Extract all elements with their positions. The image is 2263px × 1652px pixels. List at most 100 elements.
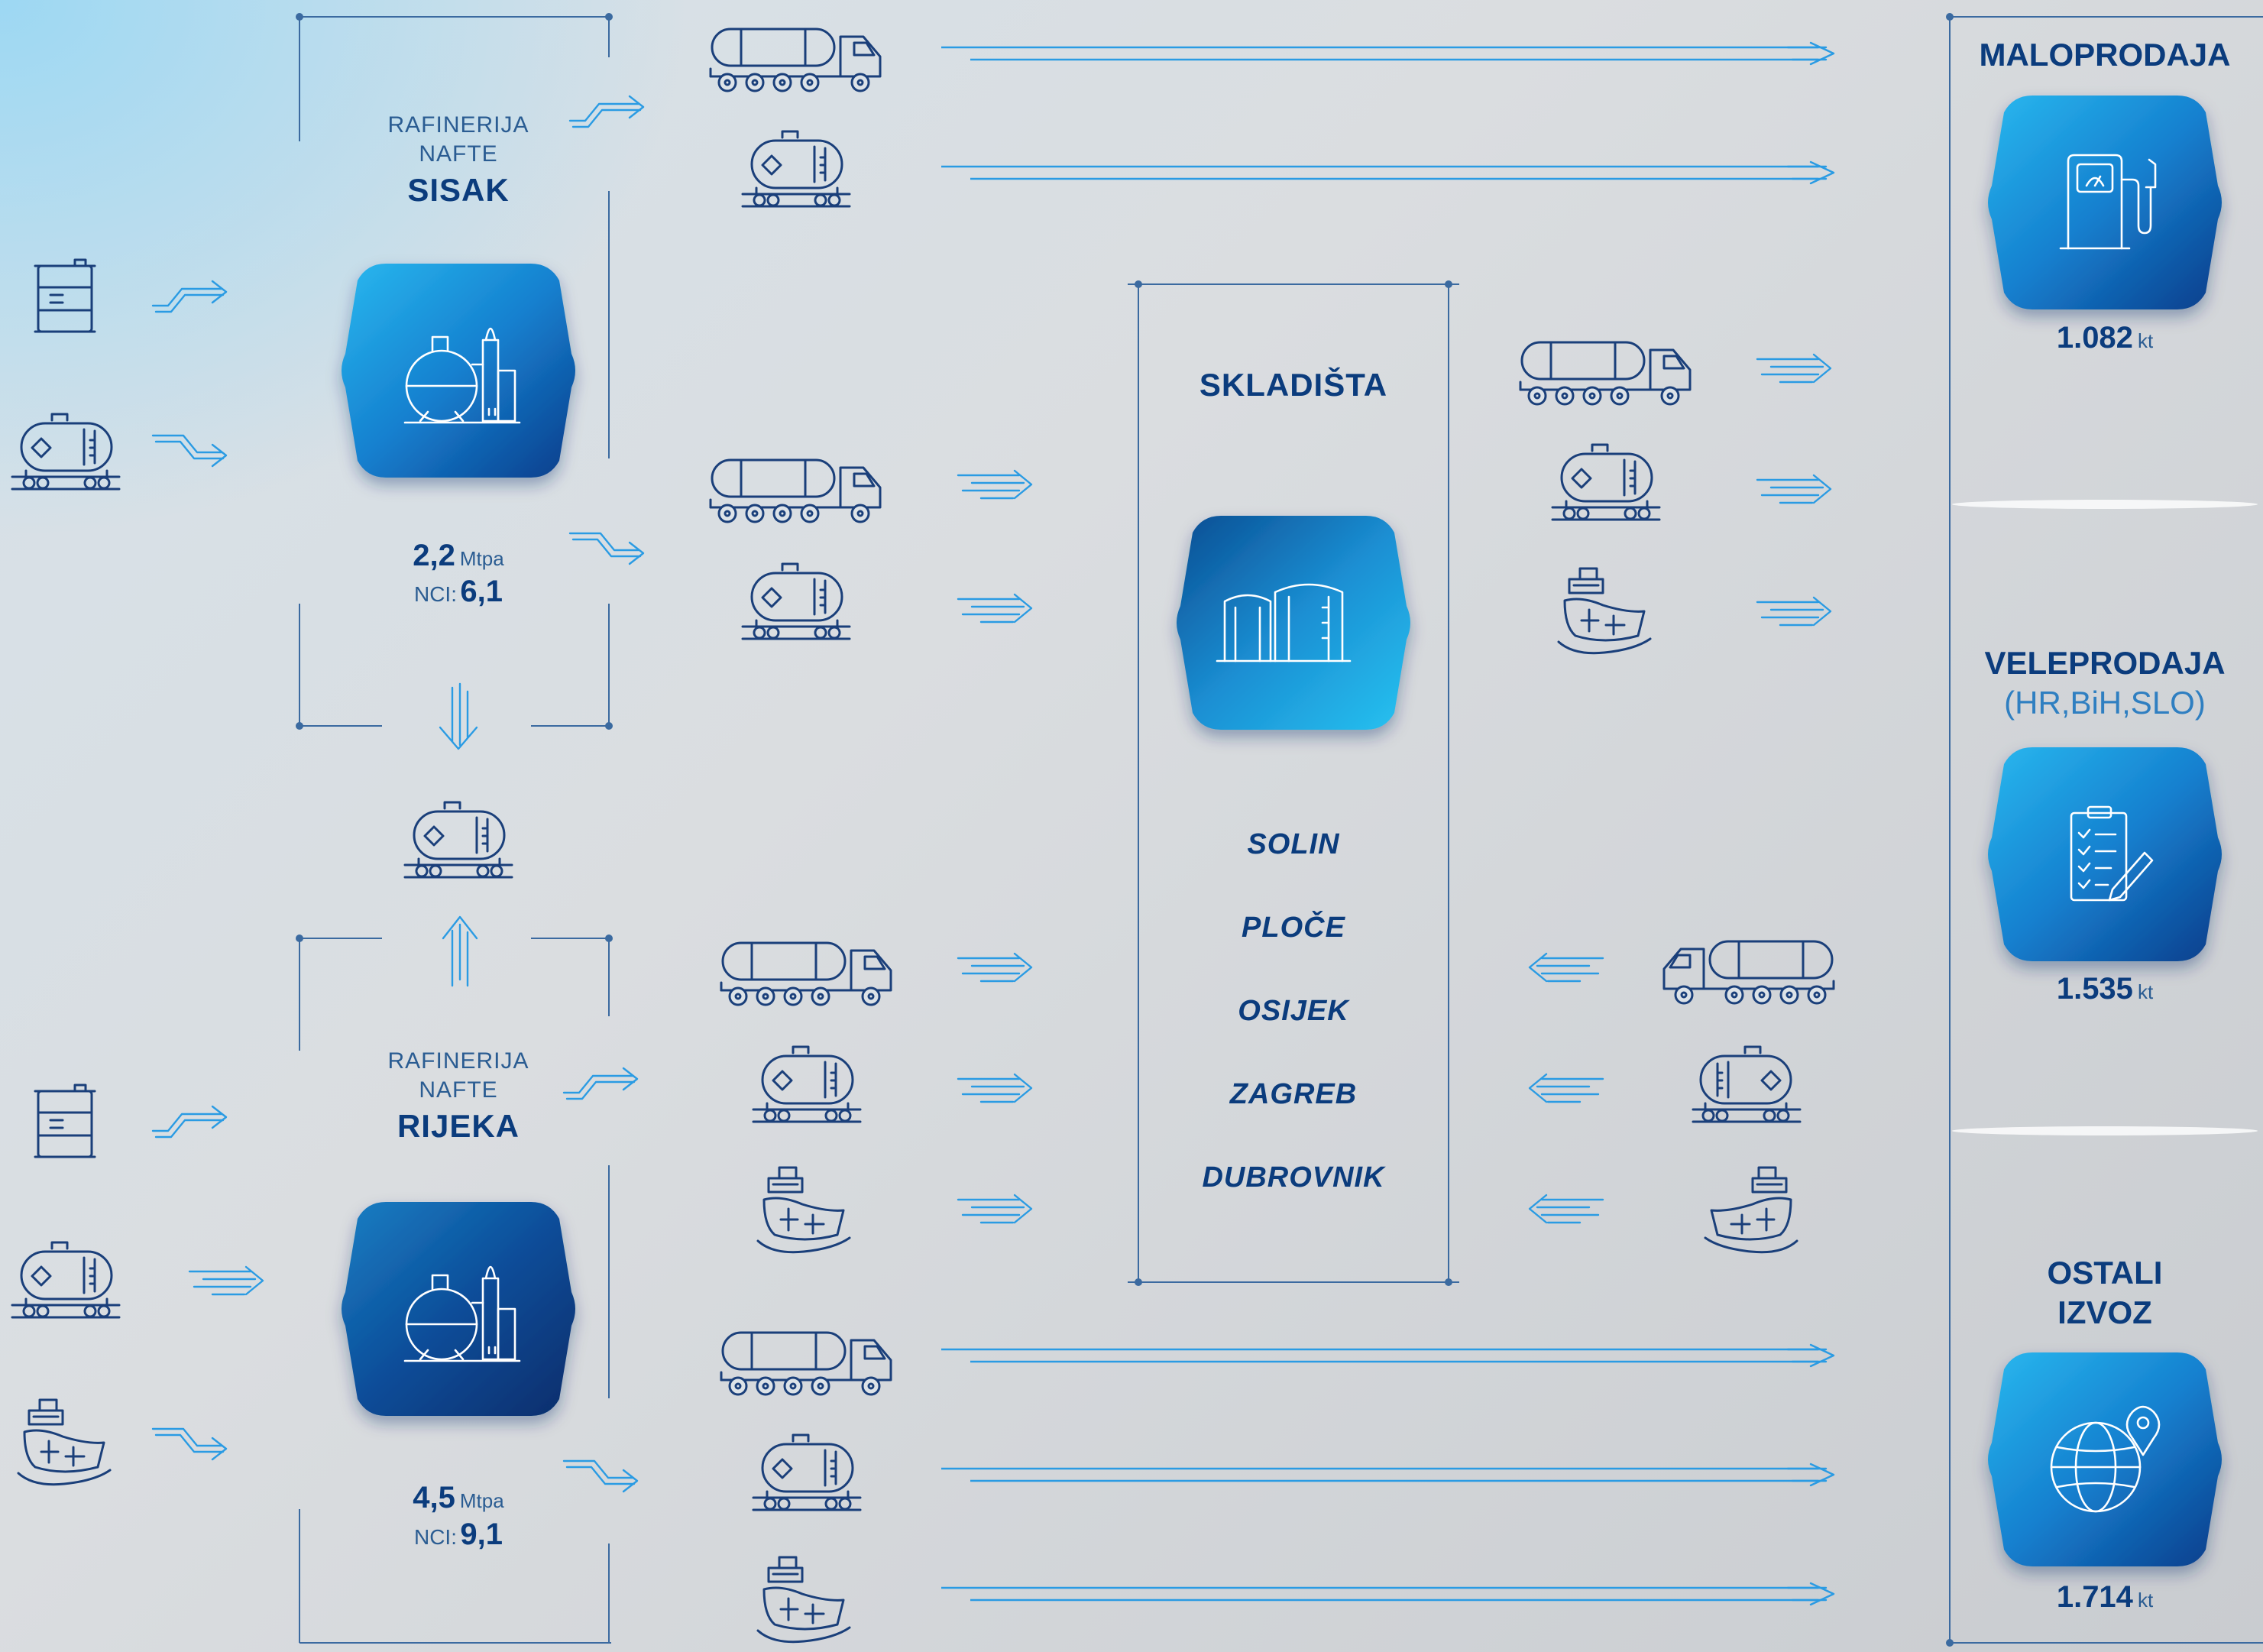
ship-icon [1704, 1166, 1798, 1254]
nci-value: 9,1 [460, 1518, 503, 1551]
ship-icon [1557, 567, 1652, 655]
output-value: 1.714 [2056, 1580, 2133, 1614]
storage-frame [1128, 280, 1459, 1286]
retail-hexagon [1988, 96, 2222, 309]
fuel-pump-icon [2059, 154, 2157, 250]
ship-icon [17, 1398, 112, 1486]
capacity-value: 4,5 [413, 1481, 455, 1514]
clipboard-pen-icon [2070, 805, 2154, 902]
output-title-line2: IZVOZ [2057, 1294, 2152, 1330]
storage-tanks-icon [1216, 583, 1352, 662]
ship-icon [756, 1166, 851, 1254]
rail-tank-car-icon [752, 1045, 862, 1123]
refinery-name: SISAK [407, 172, 510, 208]
refinery-icon [403, 327, 521, 424]
refinery-label-line2: NAFTE [419, 1077, 498, 1103]
barrel-icon [34, 1084, 96, 1158]
output-subtitle: (HR,BiH,SLO) [2004, 685, 2206, 721]
storage-hexagon [1177, 516, 1410, 730]
rail-tank-car-icon [752, 1433, 862, 1511]
rail-tank-car-icon [403, 801, 513, 879]
rail-tank-car-icon [11, 1241, 121, 1319]
arrow-right-icon [957, 469, 1033, 500]
tanker-truck-icon [709, 458, 882, 523]
nci-label: NCI: [413, 582, 457, 606]
arrow-right-icon [957, 952, 1033, 983]
long-arrow [941, 160, 1835, 185]
arrow-right-icon [1756, 353, 1832, 384]
arrow-right-icon [151, 280, 228, 313]
divider [1952, 500, 2258, 509]
rail-tank-car-icon [741, 130, 851, 208]
sisak-hexagon [342, 264, 575, 478]
storage-location: ZAGREB [1229, 1078, 1358, 1110]
storage-location: PLOČE [1242, 912, 1345, 944]
output-title: OSTALI IZVOZ [1950, 1253, 2260, 1333]
arrow-right-icon [562, 1067, 639, 1100]
capacity-value: 2,2 [413, 539, 455, 572]
output-title-line1: OSTALI [2047, 1255, 2163, 1291]
rijeka-hexagon [342, 1202, 575, 1416]
capacity-unit: Mtpa [459, 1489, 504, 1512]
capacity-unit: Mtpa [459, 547, 504, 570]
arrow-right-icon [957, 593, 1033, 624]
arrow-right-icon [568, 95, 645, 128]
refinery-label: RAFINERIJA NAFTE [359, 1047, 558, 1105]
arrow-right-icon [1756, 596, 1832, 627]
refinery-nci: NCI: 6,1 [359, 575, 558, 609]
long-arrow [941, 41, 1835, 66]
arrow-right-icon [188, 1265, 264, 1296]
refinery-nci: NCI: 9,1 [359, 1518, 558, 1552]
arrow-right-icon [957, 1194, 1033, 1224]
barrel-icon [34, 258, 96, 333]
tanker-truck-icon [720, 941, 892, 1006]
rijeka-frame [296, 935, 613, 1644]
arrow-left-icon [1528, 952, 1604, 983]
storage-title: SKLADIŠTA [1199, 367, 1388, 403]
output-title: VELEPRODAJA [1984, 645, 2226, 681]
long-arrow [941, 1463, 1835, 1487]
ship-icon [756, 1556, 851, 1644]
refinery-label-line1: RAFINERIJA [387, 1048, 529, 1074]
output-unit: kt [2137, 1589, 2154, 1612]
storage-location: OSIJEK [1238, 995, 1349, 1027]
wholesale-hexagon [1988, 747, 2222, 961]
arrow-right-icon [151, 1427, 228, 1461]
tanker-truck-icon [720, 1331, 892, 1396]
arrow-right-icon [1756, 474, 1832, 504]
long-arrow [941, 1582, 1835, 1606]
rail-tank-car-icon [1551, 443, 1661, 521]
outputs-frame [1946, 13, 2263, 1647]
output-title: MALOPRODAJA [1979, 37, 2231, 73]
long-arrow [941, 1343, 1835, 1368]
refinery-label: RAFINERIJA NAFTE [359, 111, 558, 169]
rail-tank-car-icon [1692, 1045, 1802, 1123]
refinery-name: RIJEKA [397, 1108, 520, 1144]
rail-tank-car-icon [11, 413, 121, 491]
arrow-right-icon [151, 1105, 228, 1139]
storage-location: DUBROVNIK [1202, 1161, 1385, 1194]
arrow-right-icon [957, 1073, 1033, 1103]
globe-pin-icon [2050, 1405, 2161, 1513]
arrow-right-icon [568, 532, 645, 565]
arrow-right-icon [151, 434, 228, 468]
output-unit: kt [2137, 980, 2154, 1003]
tanker-truck-icon [709, 28, 882, 92]
refinery-label-line2: NAFTE [419, 141, 498, 167]
output-unit: kt [2137, 329, 2154, 352]
divider [1952, 1126, 2258, 1135]
arrow-right-icon [562, 1459, 639, 1493]
storage-location: SOLIN [1247, 828, 1340, 860]
export-hexagon [1988, 1352, 2222, 1566]
nci-value: 6,1 [460, 575, 503, 608]
tanker-truck-icon [1519, 341, 1692, 406]
tanker-truck-icon [1662, 940, 1835, 1005]
arrow-up-icon [442, 915, 478, 987]
arrow-left-icon [1528, 1194, 1604, 1224]
output-value: 1.082 [2056, 321, 2133, 355]
